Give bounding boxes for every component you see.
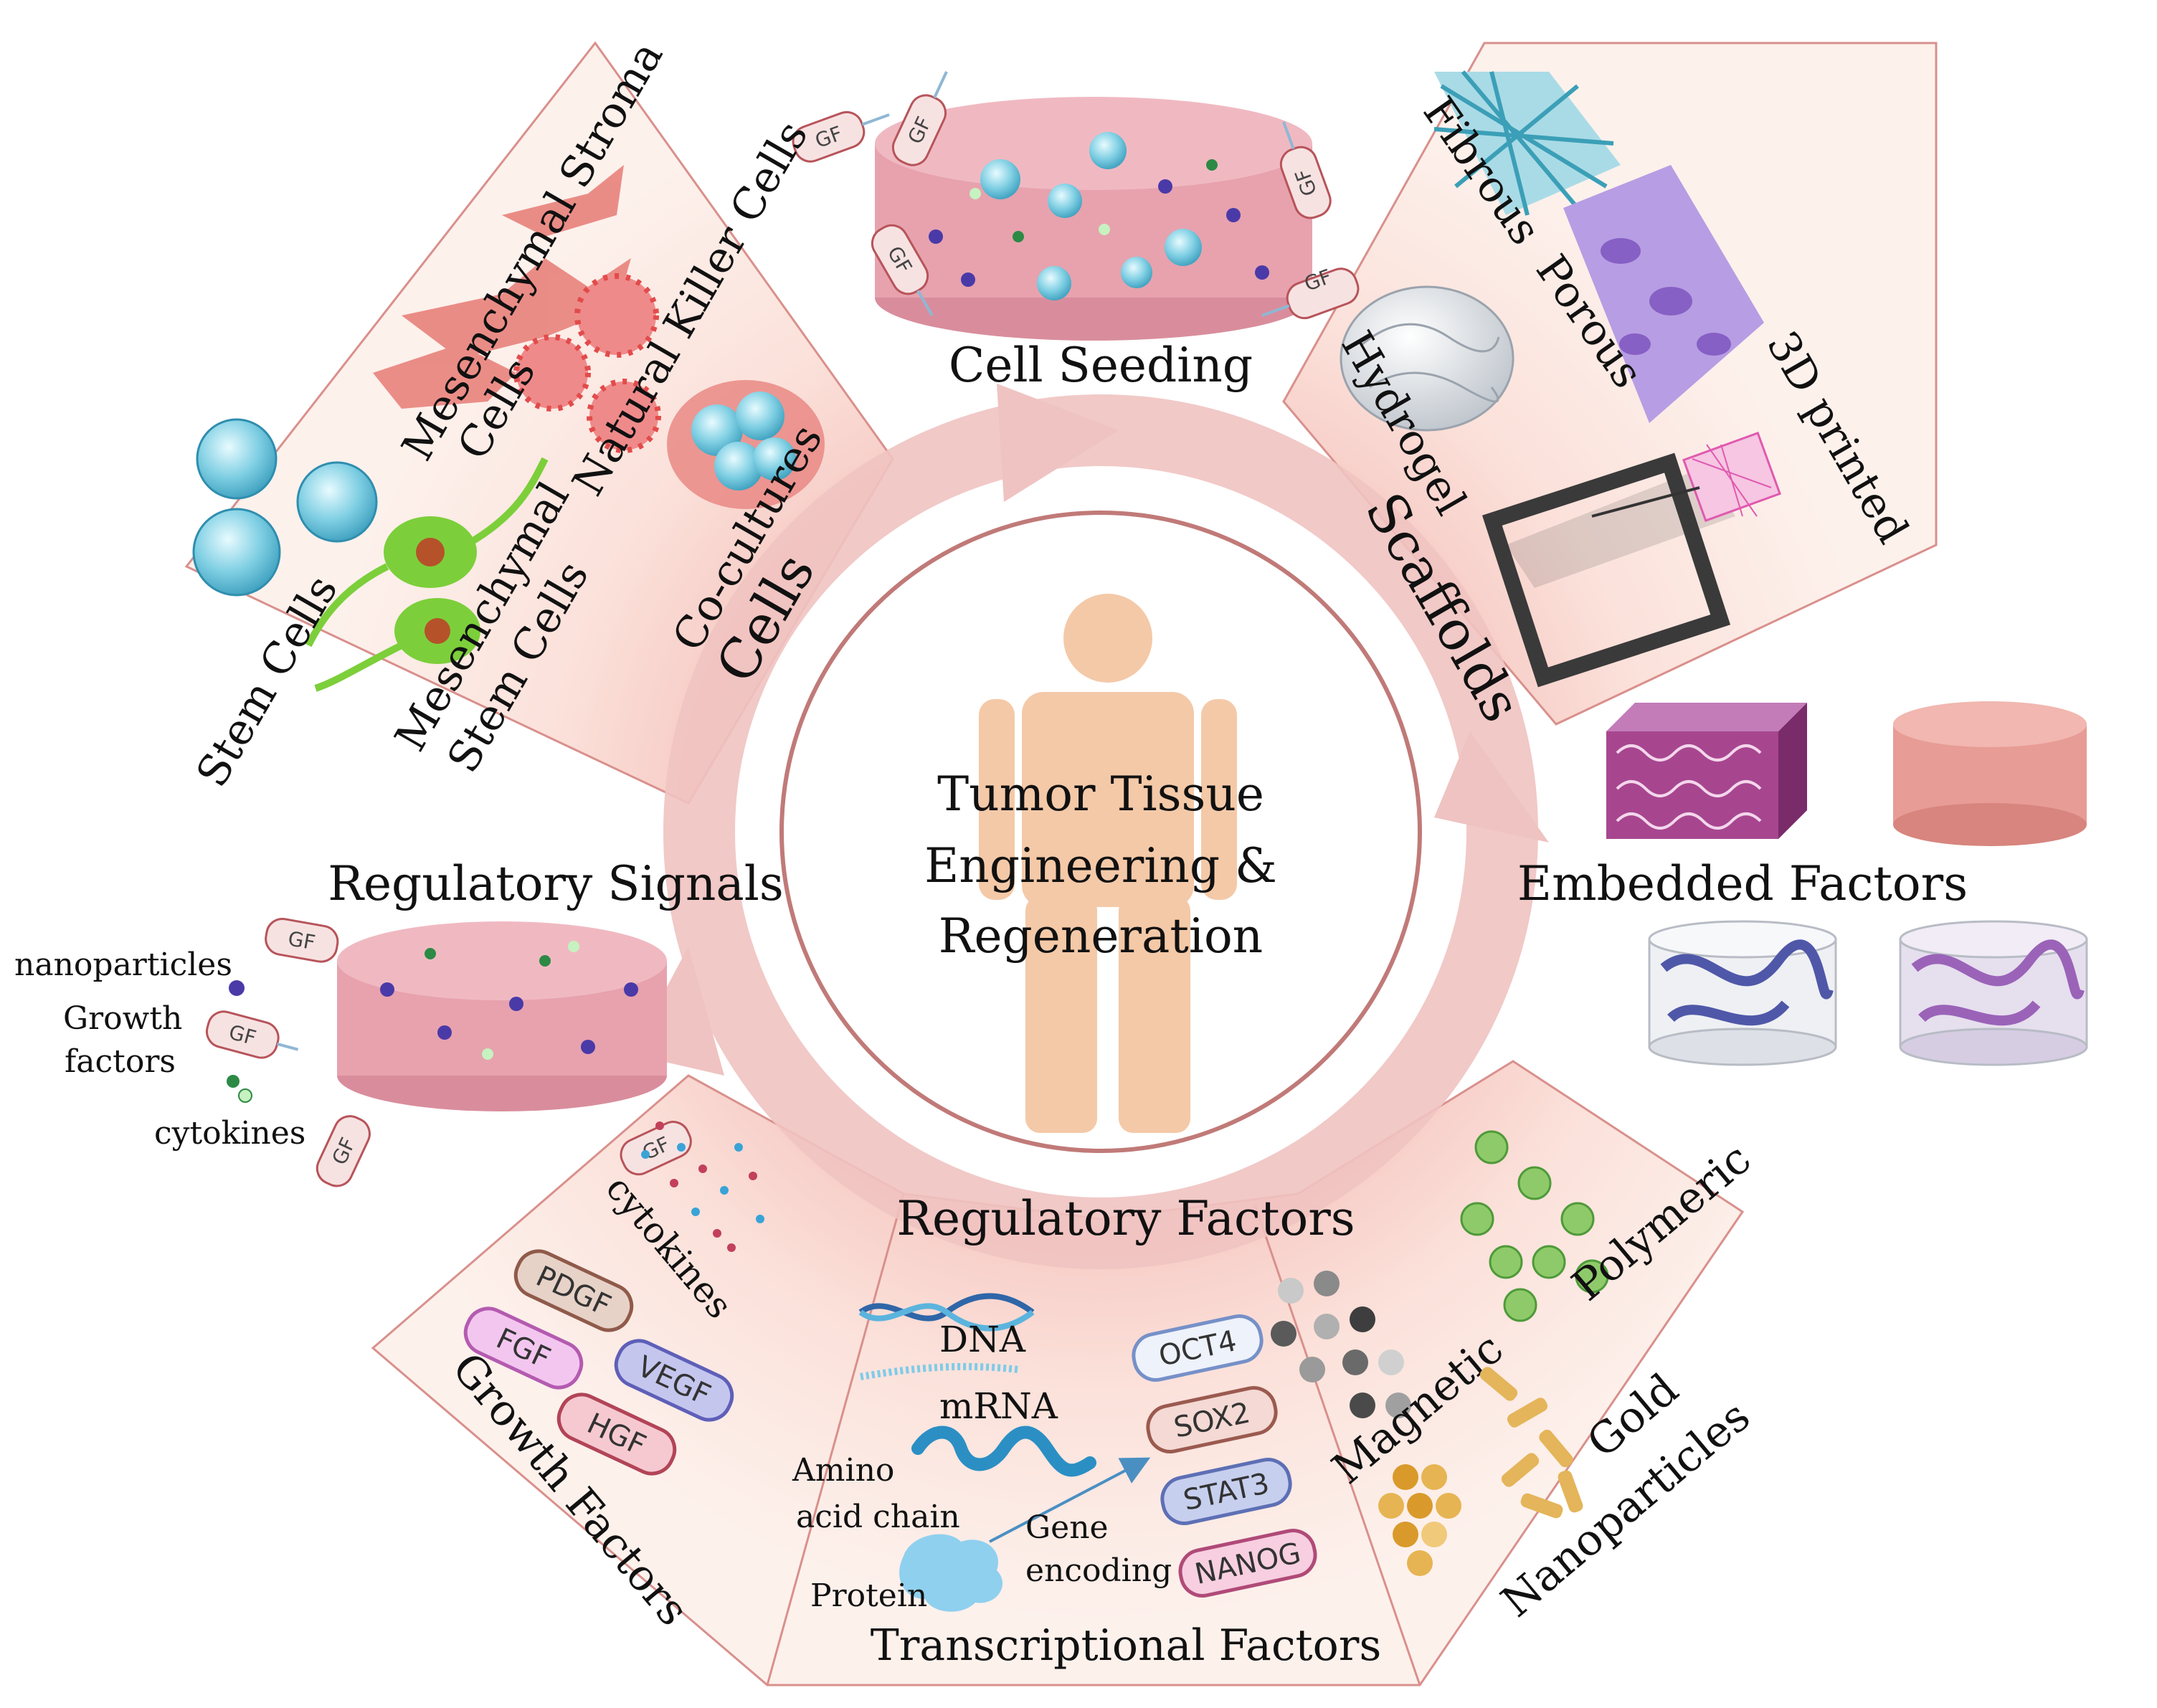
amino-acid-chain-icon	[911, 1425, 1096, 1477]
magnetic-nanoparticles-icon	[1271, 1271, 1411, 1418]
dna-label: DNA	[939, 1319, 1026, 1360]
embedded-factors-illustrations	[1606, 701, 2088, 1066]
mrna-icon	[860, 1362, 1019, 1380]
center-disc: Tumor Tissue Engineering & Regeneration	[779, 511, 1422, 1153]
center-title-line1: Tumor Tissue	[937, 767, 1264, 822]
regulatory-signals-scaffold	[337, 921, 667, 1111]
cytokine-dots	[641, 1121, 764, 1252]
3d-printer-icon	[1482, 431, 1781, 688]
regulatory-factors-label: Regulatory Factors	[896, 1191, 1355, 1246]
polymeric-nanoparticles-icon	[1460, 1130, 1609, 1322]
protein-label: Protein	[810, 1577, 927, 1614]
cell-seeding-label: Cell Seeding	[949, 338, 1253, 393]
nk-cells-illustration	[513, 273, 661, 453]
legend-nanoparticles: nanoparticles	[14, 946, 232, 983]
legend-growth-line2: factors	[65, 1043, 176, 1080]
hydrogel-cylinder-purple	[1899, 920, 2088, 1066]
scaffolds-illustrations	[1340, 70, 1781, 688]
legend-cytokines: cytokines	[154, 1115, 305, 1152]
arrow-to-embedded-factors	[1434, 731, 1549, 843]
cocultures-illustration	[667, 380, 825, 509]
arrow-to-cell-seeding	[997, 384, 1119, 502]
pill-oct4: OCT4	[1132, 1314, 1264, 1382]
cells-illustrations	[192, 165, 825, 692]
stem-cells-illustration	[192, 418, 378, 597]
gf-tags-signals: GF GF GF	[265, 918, 692, 1187]
transcriptional-factors-label: Transcriptional Factors	[871, 1621, 1382, 1671]
embedded-factors-label: Embedded Factors	[1517, 856, 1968, 911]
msc-illustration	[305, 457, 549, 692]
cell-seeding-scaffold: GF GF GF GF GF	[792, 71, 1360, 341]
gene-encoding-arrow	[989, 1457, 1151, 1543]
pill-stat3: STAT3	[1160, 1458, 1292, 1525]
dna-icon	[858, 1293, 1035, 1332]
nanoparticle-marker	[229, 980, 245, 996]
gold-nanoparticles-icon	[1378, 1367, 1583, 1576]
transcription-factor-pills: OCT4 SOX2 STAT3 NANOG	[1132, 1314, 1317, 1598]
pink-porous-cylinder	[1893, 701, 2087, 846]
amino-label-line2: acid chain	[796, 1499, 960, 1535]
legend-gf-tag: GF	[205, 1010, 299, 1059]
pill-nanog: NANOG	[1178, 1529, 1317, 1598]
purple-porous-block	[1606, 703, 1807, 839]
pill-fgf: FGF	[463, 1306, 584, 1390]
hydrogel-cylinder-blue	[1648, 920, 1837, 1066]
pill-sox2: SOX2	[1146, 1386, 1278, 1453]
stroma-cells-illustration	[373, 165, 631, 409]
gene-label-line2: encoding	[1025, 1552, 1172, 1589]
cytokine-marker-green	[227, 1075, 240, 1088]
regulatory-signals-label: Regulatory Signals	[328, 856, 783, 911]
cytokine-marker-light	[238, 1088, 252, 1103]
protein-icon	[899, 1534, 1003, 1612]
gene-label-line1: Gene	[1025, 1509, 1109, 1546]
fibrous-scaffold-illustration	[1433, 70, 1621, 216]
seeded-cells	[929, 132, 1269, 300]
center-title-line3: Regeneration	[939, 908, 1263, 964]
amino-label-line1: Amino	[792, 1452, 894, 1489]
signals-legend: nanoparticles Growth factors GF cytokine…	[14, 946, 305, 1152]
hydrogel-illustration	[1340, 285, 1514, 432]
human-figure-icon	[979, 594, 1237, 1133]
porous-scaffold-illustration	[1563, 165, 1764, 423]
center-title-line2: Engineering &	[924, 838, 1277, 893]
svg-text:GF: GF	[286, 926, 317, 954]
gf-tags-seeding: GF GF GF GF GF	[792, 71, 1360, 320]
legend-growth-line1: Growth	[63, 1000, 182, 1037]
mrna-label: mRNA	[939, 1385, 1058, 1427]
